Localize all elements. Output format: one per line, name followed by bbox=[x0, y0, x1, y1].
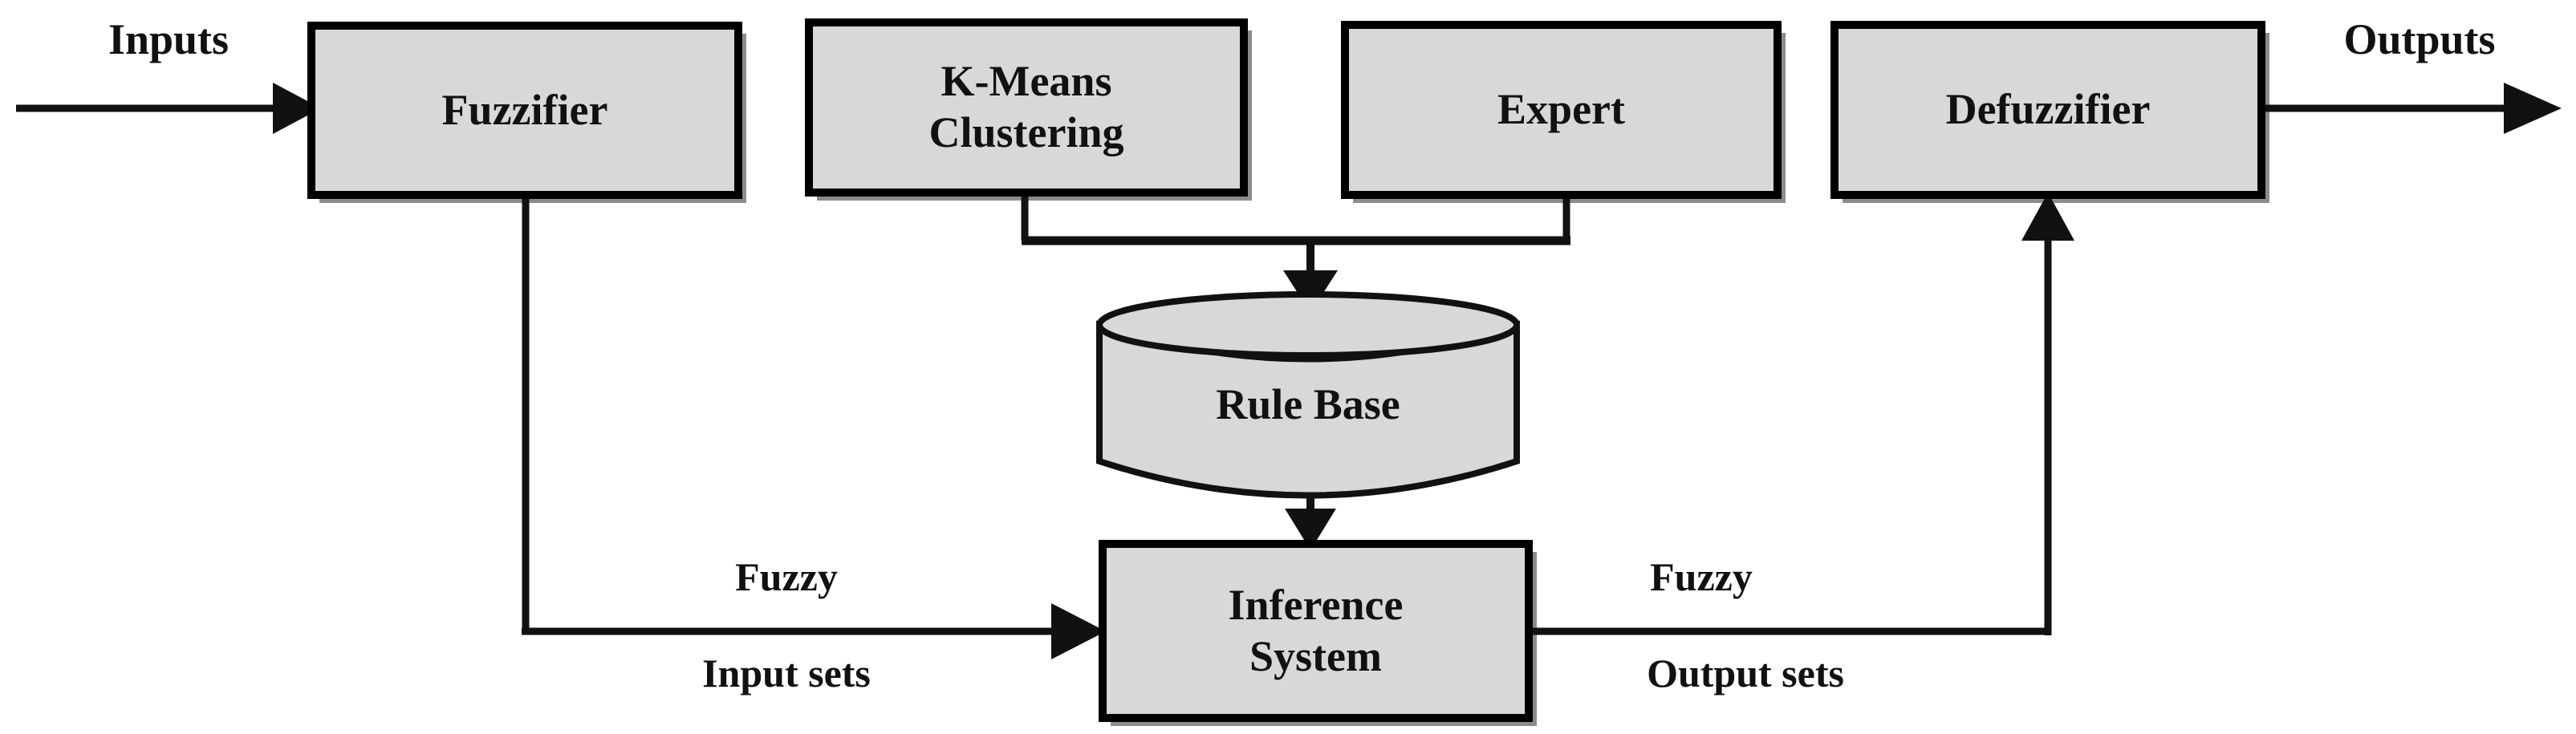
node-fuzzifier-shape[interactable] bbox=[307, 22, 742, 199]
edge-label-fuzzy-input-upper: Fuzzy bbox=[686, 554, 887, 600]
node-inference-shape[interactable] bbox=[1099, 540, 1533, 722]
node-defuzzifier-shape[interactable] bbox=[1830, 21, 2265, 199]
edge-label-fuzzy-output-lower: Output sets bbox=[1585, 650, 1906, 696]
edge-label-fuzzy-input-lower: Input sets bbox=[642, 650, 931, 696]
node-rulebase-shape[interactable] bbox=[1096, 291, 1520, 499]
edge-label-fuzzy-output-upper: Fuzzy bbox=[1601, 554, 1802, 600]
edge-label-inputs: Inputs bbox=[76, 14, 261, 64]
edge-defuzzifier-to-outputs bbox=[2261, 83, 2562, 134]
node-kmeans-shape[interactable] bbox=[805, 18, 1248, 197]
edge-label-fuzzy-input-lower-text: Input sets bbox=[702, 651, 871, 695]
node-shapes bbox=[307, 18, 2265, 722]
edge-inputs-to-fuzzifier bbox=[16, 83, 321, 134]
connectors bbox=[16, 83, 2562, 659]
edge-label-inputs-text: Inputs bbox=[108, 15, 230, 63]
edge-label-fuzzy-output-lower-text: Output sets bbox=[1647, 651, 1844, 695]
node-expert-shape[interactable] bbox=[1341, 21, 1782, 199]
edge-inference-to-defuzzifier bbox=[1529, 193, 2074, 635]
edge-label-outputs-text: Outputs bbox=[2343, 15, 2496, 63]
edge-fuzzifier-to-inference bbox=[522, 195, 1106, 659]
edge-label-fuzzy-input-upper-text: Fuzzy bbox=[735, 554, 838, 599]
edge-label-fuzzy-output-upper-text: Fuzzy bbox=[1650, 554, 1753, 599]
edge-label-outputs: Outputs bbox=[2299, 14, 2540, 64]
